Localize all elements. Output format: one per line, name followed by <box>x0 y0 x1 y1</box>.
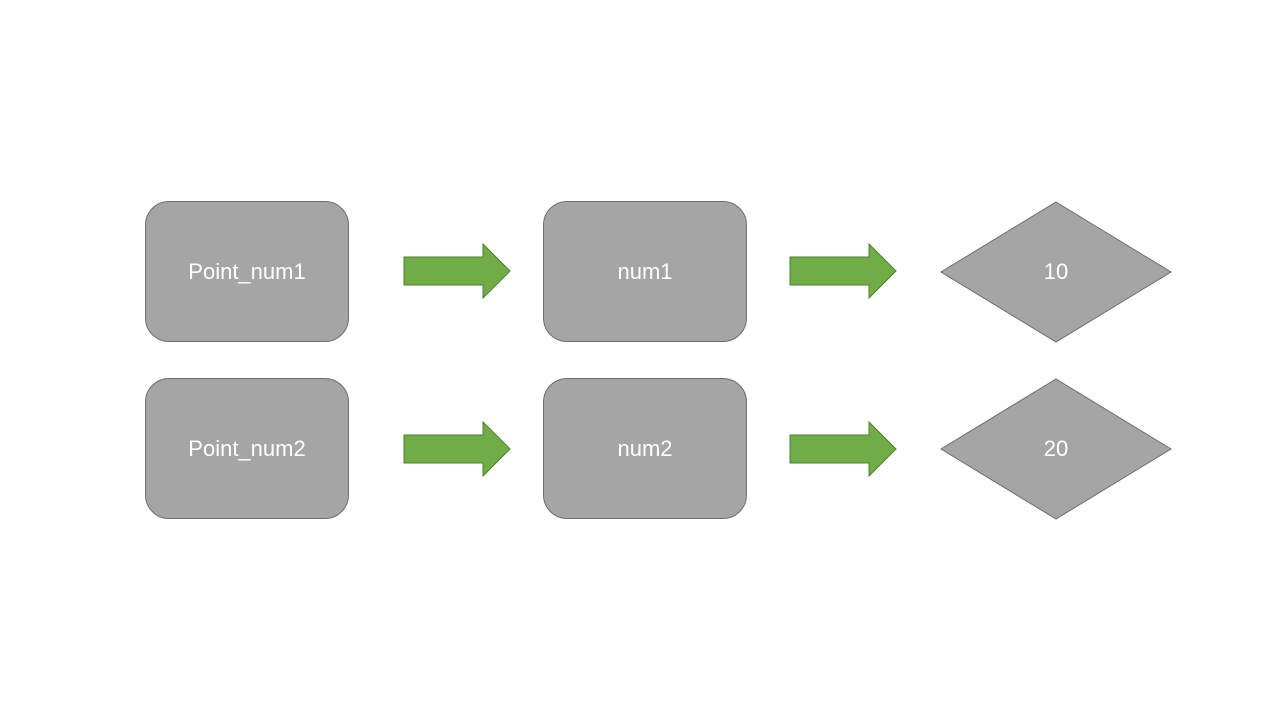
variable-box-1: num1 <box>543 201 747 342</box>
variable-label-2: num2 <box>617 435 673 461</box>
pointer-box-2: Point_num2 <box>145 378 349 519</box>
value-diamond-2: 20 <box>940 378 1172 520</box>
pointer-label-1: Point_num1 <box>188 258 306 284</box>
value-label-2: 20 <box>1043 436 1069 461</box>
pointer-box-1: Point_num1 <box>145 201 349 342</box>
variable-label-1: num1 <box>617 258 673 284</box>
value-diamond-1: 10 <box>940 201 1172 343</box>
arrow-right-icon <box>403 243 511 299</box>
variable-box-2: num2 <box>543 378 747 519</box>
diamond-shape <box>940 201 1172 343</box>
arrow-right-icon <box>403 421 511 477</box>
arrow-right-icon <box>789 421 897 477</box>
value-label-1: 10 <box>1043 259 1069 284</box>
arrow-right-icon <box>789 243 897 299</box>
diamond-shape <box>940 378 1172 520</box>
pointer-label-2: Point_num2 <box>188 435 306 461</box>
